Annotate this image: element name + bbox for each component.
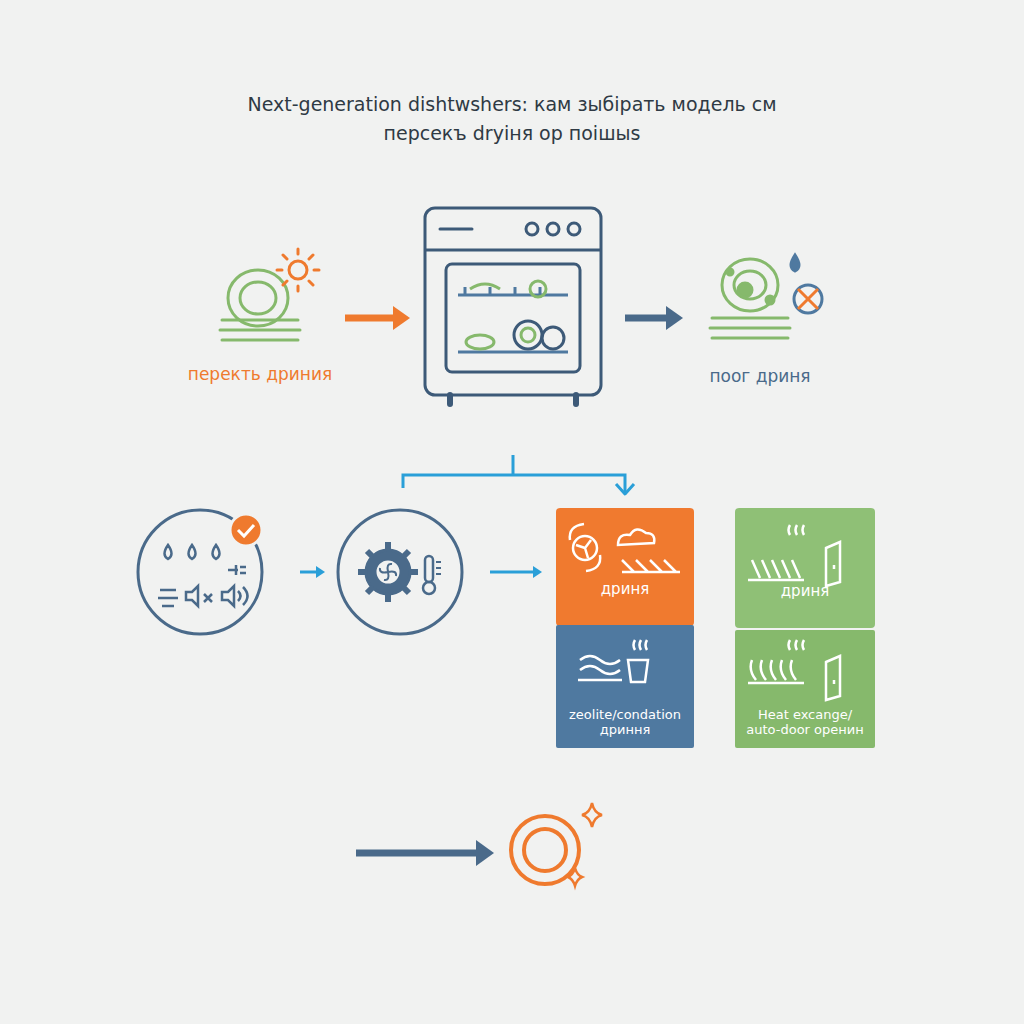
orange-panel (556, 508, 694, 626)
panel-icons (570, 524, 840, 700)
requirements-circle (138, 510, 262, 634)
bracket-connector (403, 455, 634, 494)
panel-node: zeolite/condation дриння (556, 626, 694, 748)
dirty-plates-icon (710, 255, 822, 338)
gear-fan-circle (338, 510, 462, 634)
panel-text: дриня (781, 582, 829, 600)
panel-text: Heat excange/ auto-door оренин (743, 707, 867, 738)
panel-node: Heat excange/ auto-door оренин (735, 630, 875, 748)
panel-node: дриня (556, 508, 694, 626)
panel-text: zeolite/condation дриння (564, 707, 686, 738)
green-panel-bottom (735, 630, 875, 748)
title: Next-generation dishtwshers: кам зыбірат… (222, 90, 802, 149)
clean-plates-icon (220, 249, 319, 340)
icon-label: поог дриня (680, 366, 840, 387)
dishwasher-icon (425, 208, 601, 404)
icon-label: перекть дриния (160, 364, 360, 385)
blue-panel (556, 625, 694, 748)
green-panel-top (735, 508, 875, 628)
panel-node: дриня (735, 508, 875, 628)
panel-text: дриня (601, 580, 649, 598)
clean-plate-result (511, 803, 602, 886)
